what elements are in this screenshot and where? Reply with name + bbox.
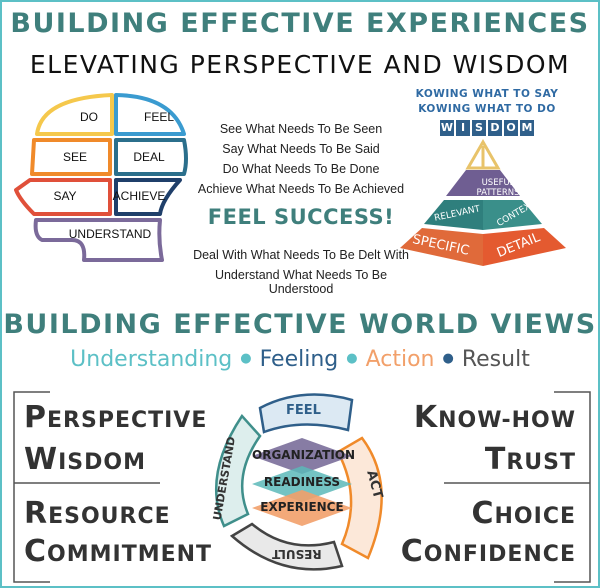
wisdom-letter: M <box>520 120 534 136</box>
pyramid-tier-bottom-left <box>400 228 483 266</box>
head-label-do: DO <box>80 110 98 124</box>
keyword-action: Action <box>365 347 435 372</box>
left-word-commitment: COMMITMENT <box>24 534 213 569</box>
head-understand-segment <box>33 218 164 262</box>
pyramid-caption-2: KOWING WHAT TO DO <box>418 103 556 115</box>
head-see-segment <box>30 138 112 176</box>
left-word-resource: RESOURCE <box>24 496 171 531</box>
world-views-keywords: Understanding ● Feeling ● Action ● Result <box>2 347 598 372</box>
head-label-deal: DEAL <box>133 150 165 164</box>
keyword-feeling: Feeling <box>259 347 339 372</box>
layer-organization-shape <box>252 438 352 474</box>
cycle-diagram <box>214 393 383 571</box>
left-bracket <box>13 391 160 583</box>
layer-readiness-shape <box>252 466 352 502</box>
wisdom-letter: W <box>440 120 454 136</box>
cycle-label-feel: FEEL <box>286 403 321 418</box>
layer-label-readiness: READINESS <box>263 475 341 489</box>
head-achieve-segment <box>114 178 182 216</box>
pyramid-tier-mid-right <box>483 200 542 230</box>
main-title: BUILDING EFFECTIVE EXPERIENCES <box>10 8 590 39</box>
right-word-confidence: CONFIDENCE <box>400 534 576 569</box>
wisdom-letter: S <box>472 120 486 136</box>
keyword-result: Result <box>461 347 530 372</box>
dot-separator: ● <box>346 351 358 366</box>
cycle-feel-arc <box>258 393 354 434</box>
wisdom-letters: W I S D O M <box>440 120 534 136</box>
left-word-perspective: PERSPECTIVE <box>24 400 208 435</box>
dot-separator: ● <box>442 351 454 366</box>
head-label-understand: UNDERSTAND <box>68 227 152 241</box>
layer-label-experience: EXPERIENCE <box>260 500 344 514</box>
pyramid-diagram <box>400 138 566 266</box>
right-word-trust: TRUST <box>484 442 576 477</box>
wisdom-letter: O <box>504 120 518 136</box>
text-line: Deal With What Needs To Be Delt With <box>193 248 409 262</box>
wisdom-letter: I <box>456 120 470 136</box>
wisdom-letter: D <box>488 120 502 136</box>
keyword-understanding: Understanding <box>70 347 233 372</box>
pyramid-tier-bottom-right <box>483 228 566 266</box>
head-deal-segment <box>114 138 188 176</box>
head-diagram <box>14 93 188 262</box>
pyramid-tier-mid-left <box>424 200 483 230</box>
pyramid-tier-top <box>446 170 520 196</box>
head-say-segment <box>14 178 112 216</box>
right-word-choice: CHOICE <box>471 496 576 531</box>
pyramid-label-useful-patterns: USEFUL PATTERNS <box>476 178 520 198</box>
pyramid-caption-1: KOWING WHAT TO SAY <box>415 88 559 100</box>
subtitle: ELEVATING PERSPECTIVE AND WISDOM <box>29 50 571 79</box>
right-word-know-how: KNOW-HOW <box>413 400 576 435</box>
feel-success-heading: FEEL SUCCESS! <box>207 205 395 229</box>
head-do-segment <box>35 93 114 136</box>
cycle-understand-arc <box>214 413 262 528</box>
text-line: Understand What Needs To Be Understood <box>214 268 388 296</box>
cycle-label-result: RESULT <box>272 547 322 561</box>
head-label-feel: FEEL <box>143 110 174 124</box>
text-line: Do What Needs To Be Done <box>222 162 380 176</box>
head-label-achieve: ACHIEVE <box>112 189 166 203</box>
text-line: Achieve What Needs To Be Achieved <box>197 182 405 196</box>
layer-label-organization: ORGANIZATION <box>252 448 356 462</box>
dot-separator: ● <box>240 351 252 366</box>
head-feel-segment <box>114 93 186 136</box>
cycle-act-arc <box>336 436 383 560</box>
right-bracket <box>444 391 591 583</box>
text-line: Say What Needs To Be Said <box>222 142 380 156</box>
head-label-say: SAY <box>53 189 77 203</box>
head-label-see: SEE <box>62 150 87 164</box>
text-line: See What Needs To Be Seen <box>219 122 383 136</box>
cycle-result-arc <box>229 522 344 571</box>
world-views-title: BUILDING EFFECTIVE WORLD VIEWS <box>3 309 597 340</box>
layer-experience-shape <box>252 490 352 526</box>
left-word-wisdom: WISDOM <box>24 442 146 477</box>
